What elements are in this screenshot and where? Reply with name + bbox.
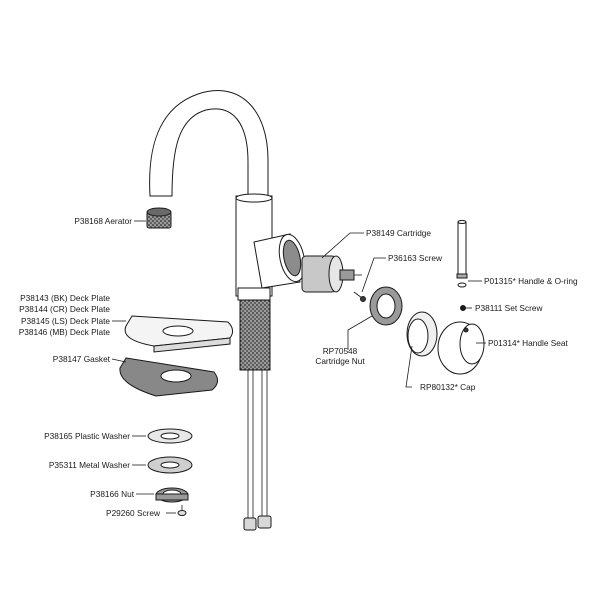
label-deck-plate-cr: P38144 (CR) Deck Plate [19,304,110,314]
label-cartridge: P38149 Cartridge [366,228,431,238]
handle-seat-part [437,321,485,375]
handle-part [456,220,468,288]
label-aerator: P38168 Aerator [74,216,132,226]
label-gasket: P38147 Gasket [53,354,111,364]
faucet-spout [149,90,269,199]
screw-part [353,291,366,302]
set-screw-part [460,305,466,311]
label-cap: RP80132* Cap [420,382,476,392]
label-deck-plate-mb: P38146 (MB) Deck Plate [19,327,111,337]
leader-lines [111,220,486,514]
label-screw-p29260: P29260 Screw [106,508,161,518]
label-deck-plate-ls: P38145 (LS) Deck Plate [21,316,110,326]
label-cartridge-nut-name: Cartridge Nut [315,356,365,366]
deck-plate-part [124,315,234,353]
gasket-part [119,357,218,397]
label-plastic-washer: P38165 Plastic Washer [44,431,130,441]
label-handle-seat: P01314* Handle Seat [488,338,568,348]
label-cartridge-nut-code: RP70548 [323,346,358,356]
cartridge-part [301,255,362,293]
threaded-shank [239,299,271,371]
label-handle-oring: P01315* Handle & O-ring [484,276,578,286]
faucet-body [235,193,306,301]
aerator-part [146,207,172,229]
label-metal-washer: P35311 Metal Washer [49,460,130,470]
part-labels: P38168 Aerator P38149 Cartridge P36163 S… [19,216,578,518]
mounting-screw-part [177,505,187,516]
plastic-washer-part [147,428,193,444]
label-set-screw: P38111 Set Screw [475,303,543,313]
label-deck-plate-bk: P38143 (BK) Deck Plate [20,293,110,303]
mounting-nut-part [155,487,189,503]
label-screw: P36163 Screw [388,253,443,263]
label-nut: P38166 Nut [90,489,135,499]
cap-part [406,311,438,357]
metal-washer-part [147,456,193,474]
cartridge-nut-part [369,286,403,326]
supply-hoses [243,370,272,531]
